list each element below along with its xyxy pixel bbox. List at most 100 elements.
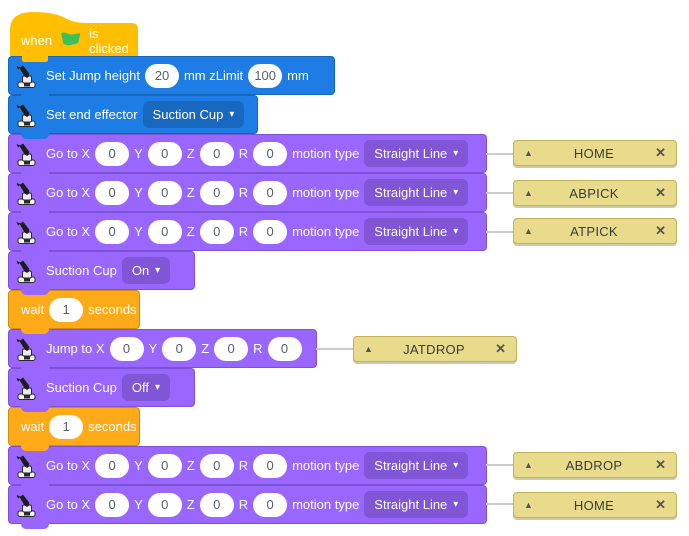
motion-type-dropdown[interactable]: Straight Line ▾	[364, 491, 469, 518]
close-icon[interactable]: ✕	[655, 185, 666, 200]
tag-label: HOME	[573, 145, 615, 161]
collapse-arrow-icon[interactable]: ▲	[364, 344, 373, 354]
collapse-arrow-icon[interactable]: ▲	[524, 500, 533, 510]
robot-arm-icon	[15, 102, 41, 128]
end-effector-dropdown[interactable]: Suction Cup ▾	[142, 101, 245, 128]
goto-block-5[interactable]: Go to X 0 Y 0 Z 0 R 0 motion type Straig…	[8, 485, 487, 529]
set-jump-height-block[interactable]: Set Jump height 20 mm zLimit 100 mm	[8, 56, 335, 100]
r-input[interactable]: 0	[253, 141, 288, 166]
set-end-effector-block[interactable]: Set end effector Suction Cup ▾	[8, 95, 258, 139]
wait-block-1[interactable]: wait 1 seconds	[8, 290, 140, 334]
motion-type-value: Straight Line	[374, 146, 448, 161]
collapse-arrow-icon[interactable]: ▲	[524, 460, 533, 470]
chevron-down-icon: ▾	[453, 186, 459, 198]
r-input[interactable]: 0	[253, 453, 288, 478]
robot-arm-icon	[15, 219, 41, 245]
robot-arm-icon	[15, 453, 41, 479]
tag-connector-line	[486, 503, 514, 505]
z-label: Z	[186, 224, 195, 239]
goto-block-4[interactable]: Go to X 0 Y 0 Z 0 R 0 motion type Straig…	[8, 446, 487, 490]
close-icon[interactable]: ✕	[655, 497, 666, 512]
motion-type-dropdown[interactable]: Straight Line ▾	[364, 179, 469, 206]
x-input[interactable]: 0	[95, 219, 130, 244]
close-icon[interactable]: ✕	[655, 223, 666, 238]
close-icon[interactable]: ✕	[655, 457, 666, 472]
position-tag-atpick[interactable]: ▲ ATPICK ✕	[513, 218, 677, 244]
seconds-label: seconds	[88, 419, 137, 434]
set-jump-height-label: Set Jump height	[46, 68, 140, 83]
position-tag-home-2[interactable]: ▲ HOME ✕	[513, 492, 677, 518]
goto-block-3[interactable]: Go to X 0 Y 0 Z 0 R 0 motion type Straig…	[8, 212, 487, 256]
z-input[interactable]: 0	[199, 219, 234, 244]
x-input[interactable]: 0	[109, 336, 144, 361]
x-input[interactable]: 0	[95, 180, 130, 205]
x-input[interactable]: 0	[95, 141, 130, 166]
z-input[interactable]: 0	[199, 492, 234, 517]
jump-to-block[interactable]: Jump to X 0 Y 0 Z 0 R 0	[8, 329, 317, 373]
x-input[interactable]: 0	[95, 453, 130, 478]
r-label: R	[238, 185, 249, 200]
x-input[interactable]: 0	[95, 492, 130, 517]
wait-label: wait	[21, 302, 45, 317]
wait-block-2[interactable]: wait 1 seconds	[8, 407, 140, 451]
position-tag-home[interactable]: ▲ HOME ✕	[513, 140, 677, 166]
goto-label: Go to X	[46, 497, 91, 512]
motion-type-dropdown[interactable]: Straight Line ▾	[364, 218, 469, 245]
motion-type-label: motion type	[292, 497, 360, 512]
position-tag-abdrop[interactable]: ▲ ABDROP ✕	[513, 452, 677, 478]
robot-arm-icon	[15, 63, 41, 89]
goto-label: Go to X	[46, 458, 91, 473]
motion-type-value: Straight Line	[374, 497, 448, 512]
tag-connector-line	[486, 231, 514, 233]
r-input[interactable]: 0	[253, 219, 288, 244]
tag-label: ABDROP	[565, 457, 623, 473]
z-input[interactable]: 0	[199, 141, 234, 166]
collapse-arrow-icon[interactable]: ▲	[524, 148, 533, 158]
z-label: Z	[186, 458, 195, 473]
y-input[interactable]: 0	[147, 180, 182, 205]
z-input[interactable]: 0	[214, 336, 249, 361]
goto-block-2[interactable]: Go to X 0 Y 0 Z 0 R 0 motion type Straig…	[8, 173, 487, 217]
motion-type-value: Straight Line	[374, 185, 448, 200]
position-tag-jatdrop[interactable]: ▲ JATDROP ✕	[353, 336, 517, 362]
suction-cup-on-block[interactable]: Suction Cup On ▾	[8, 251, 195, 295]
is-clicked-label: is clicked	[89, 25, 129, 56]
motion-type-dropdown[interactable]: Straight Line ▾	[364, 140, 469, 167]
wait-seconds-input[interactable]: 1	[49, 414, 84, 439]
y-input[interactable]: 0	[147, 219, 182, 244]
y-input[interactable]: 0	[147, 141, 182, 166]
y-input[interactable]: 0	[162, 336, 197, 361]
motion-type-label: motion type	[292, 185, 360, 200]
motion-type-dropdown[interactable]: Straight Line ▾	[364, 452, 469, 479]
y-label: Y	[134, 497, 143, 512]
y-input[interactable]: 0	[147, 453, 182, 478]
seconds-label: seconds	[88, 302, 137, 317]
when-flag-clicked-block[interactable]: when is clicked	[8, 9, 140, 62]
collapse-arrow-icon[interactable]: ▲	[524, 188, 533, 198]
tag-label: ATPICK	[570, 223, 618, 239]
motion-type-label: motion type	[292, 146, 360, 161]
r-input[interactable]: 0	[253, 180, 288, 205]
position-tag-abpick[interactable]: ▲ ABPICK ✕	[513, 180, 677, 206]
wait-seconds-input[interactable]: 1	[49, 297, 84, 322]
close-icon[interactable]: ✕	[495, 341, 506, 356]
y-label: Y	[134, 185, 143, 200]
goto-block-1[interactable]: Go to X 0 Y 0 Z 0 R 0 motion type Straig…	[8, 134, 487, 178]
close-icon[interactable]: ✕	[655, 145, 666, 160]
suction-state-dropdown[interactable]: Off ▾	[121, 374, 170, 401]
suction-state-dropdown[interactable]: On ▾	[121, 257, 171, 284]
z-label: Z	[201, 341, 210, 356]
z-input[interactable]: 0	[199, 453, 234, 478]
z-input[interactable]: 0	[199, 180, 234, 205]
robot-arm-icon	[15, 375, 41, 401]
suction-cup-off-block[interactable]: Suction Cup Off ▾	[8, 368, 195, 412]
collapse-arrow-icon[interactable]: ▲	[524, 226, 533, 236]
goto-label: Go to X	[46, 224, 91, 239]
y-input[interactable]: 0	[147, 492, 182, 517]
r-input[interactable]: 0	[267, 336, 302, 361]
jump-height-input[interactable]: 20	[144, 63, 179, 88]
end-effector-value: Suction Cup	[152, 107, 224, 122]
motion-type-label: motion type	[292, 224, 360, 239]
r-input[interactable]: 0	[253, 492, 288, 517]
zlimit-input[interactable]: 100	[248, 63, 283, 88]
